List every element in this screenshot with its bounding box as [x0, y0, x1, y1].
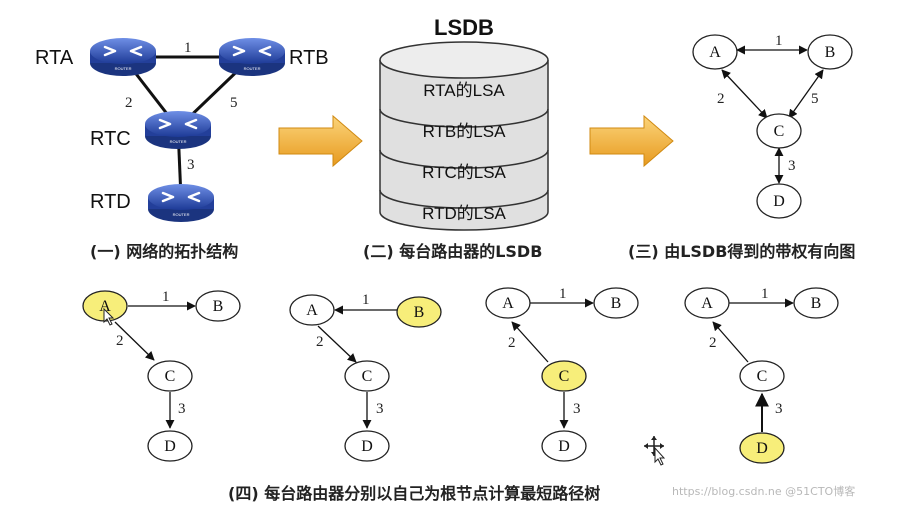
graph-node-label-b: B — [825, 44, 836, 61]
svg-text:D: D — [756, 440, 768, 457]
svg-text:D: D — [361, 438, 373, 455]
graph-cost-c-d: 3 — [788, 158, 796, 174]
router-rta-icon: ROUTER — [90, 38, 156, 76]
svg-text:A: A — [306, 302, 318, 319]
spt-root-a: 1 2 3 A B C D — [82, 289, 241, 462]
cost-rta-rtb: 1 — [184, 40, 192, 56]
svg-text:1: 1 — [362, 292, 370, 308]
spt-caption: (四) 每台路由器分别以自己为根节点计算最短路径树 — [228, 484, 601, 503]
graph-cost-a-c: 2 — [717, 91, 725, 107]
topology-panel: 1 2 5 3 ROUTER ROUTER ROUTER — [35, 38, 329, 222]
svg-text:A: A — [99, 298, 111, 315]
router-label-rtb: RTB — [289, 47, 329, 69]
lsdb-entry-rtd: RTD的LSA — [422, 204, 506, 223]
svg-text:1: 1 — [162, 289, 170, 305]
svg-text:A: A — [502, 295, 514, 312]
router-badge: ROUTER — [170, 139, 187, 144]
svg-text:1: 1 — [559, 286, 567, 302]
lsdb-title: LSDB — [434, 15, 494, 40]
lsdb-caption: (二) 每台路由器的LSDB — [363, 242, 543, 261]
graph-node-b — [807, 34, 853, 70]
lsdb-entry-rta: RTA的LSA — [423, 81, 505, 100]
watermark: https://blog.csdn.ne @51CTO博客 — [672, 485, 856, 498]
svg-text:D: D — [558, 438, 570, 455]
router-label-rtd: RTD — [90, 191, 131, 213]
mouse-cursor-icon — [103, 307, 115, 326]
svg-text:2: 2 — [508, 335, 516, 351]
weighted-graph-panel: 1 2 5 3 A B C D — [692, 33, 853, 219]
svg-text:2: 2 — [316, 334, 324, 350]
svg-text:2: 2 — [709, 335, 717, 351]
graph-node-c — [756, 113, 802, 149]
svg-text:3: 3 — [376, 401, 384, 417]
graph-node-label-d: D — [773, 193, 785, 210]
graph-node-label-c: C — [774, 123, 785, 140]
router-label-rtc: RTC — [90, 128, 131, 150]
graph-caption: (三) 由LSDB得到的带权有向图 — [628, 242, 856, 261]
svg-text:B: B — [414, 304, 425, 321]
spt-root-b: 1 2 3 A B C D — [289, 292, 442, 462]
graph-node-label-a: A — [709, 44, 721, 61]
flow-arrow-1 — [278, 114, 363, 168]
svg-text:D: D — [164, 438, 176, 455]
router-rtd-icon: ROUTER — [148, 184, 214, 222]
graph-node-d — [756, 183, 802, 219]
lsdb-entry-rtb: RTB的LSA — [423, 122, 506, 141]
cost-rtb-rtc: 5 — [230, 95, 238, 111]
svg-text:3: 3 — [775, 401, 783, 417]
flow-arrow-2 — [589, 114, 674, 168]
spt-root-d: 1 2 3 A B C D — [684, 286, 839, 464]
svg-text:C: C — [757, 368, 768, 385]
graph-edge-a-c — [721, 69, 768, 119]
graph-cost-b-c: 5 — [811, 91, 819, 107]
svg-text:B: B — [213, 298, 224, 315]
spt-root-c: 1 2 3 A B C D — [485, 286, 639, 462]
router-rtc-icon: ROUTER — [145, 111, 211, 149]
svg-text:3: 3 — [573, 401, 581, 417]
svg-text:C: C — [362, 368, 373, 385]
cost-rtc-rtd: 3 — [187, 157, 195, 173]
router-badge: ROUTER — [173, 212, 190, 217]
router-badge: ROUTER — [244, 66, 261, 71]
svg-text:3: 3 — [178, 401, 186, 417]
svg-text:C: C — [559, 368, 570, 385]
svg-text:A: A — [701, 295, 713, 312]
lsdb-panel: LSDB RTA的LSA RTB的LSA RTC的LSA RTD的LSA — [379, 15, 549, 231]
cost-rta-rtc: 2 — [125, 95, 133, 111]
move-cursor-icon — [644, 436, 666, 466]
router-label-rta: RTA — [35, 47, 74, 69]
router-badge: ROUTER — [115, 66, 132, 71]
graph-cost-a-b: 1 — [775, 33, 783, 49]
svg-text:B: B — [811, 295, 822, 312]
svg-text:2: 2 — [116, 333, 124, 349]
svg-text:B: B — [611, 295, 622, 312]
lsdb-entry-rtc: RTC的LSA — [422, 163, 506, 182]
topology-caption: (一) 网络的拓扑结构 — [90, 242, 239, 261]
lsdb-cylinder — [379, 60, 549, 231]
svg-text:1: 1 — [761, 286, 769, 302]
svg-text:C: C — [165, 368, 176, 385]
router-rtb-icon: ROUTER — [219, 38, 285, 76]
graph-node-a — [692, 34, 738, 70]
graph-edge-b-c — [788, 69, 824, 119]
